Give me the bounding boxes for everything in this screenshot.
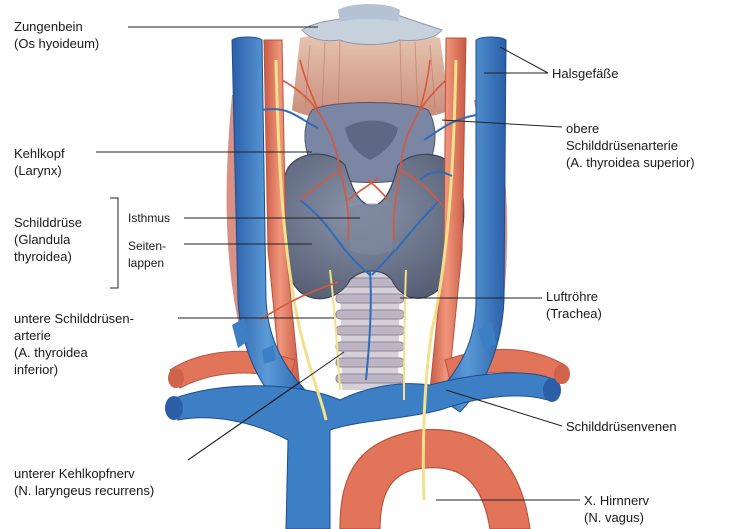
thyroid-isthmus [348, 204, 394, 255]
label-halsgefaesse: Halsgefäße [552, 65, 618, 82]
aortic-arch [340, 429, 530, 529]
label-luftroehre: Luftröhre (Trachea) [546, 288, 602, 322]
label-zungenbein: Zungenbein (Os hyoideum) [14, 18, 99, 52]
label-unterer-kehlkopfnerv: unterer Kehlkopfnerv (N. laryngeus recur… [14, 465, 154, 499]
label-kehlkopf: Kehlkopf (Larynx) [14, 145, 65, 179]
label-schilddruesenvenen: Schilddrüsenvenen [566, 418, 677, 435]
label-vagus: X. Hirnnerv (N. vagus) [584, 492, 649, 526]
label-obere-schilddruesenarterie: obere Schilddrüsenarterie (A. thyroidea … [566, 120, 695, 171]
label-schilddruese: Schilddrüse (Glandula thyroidea) [14, 214, 82, 265]
label-isthmus: Isthmus [128, 210, 170, 227]
label-untere-schilddruesenarterie: untere Schilddrüsen- arterie (A. thyroid… [14, 310, 134, 378]
label-seitenlappen: Seiten- lappen [128, 238, 166, 272]
